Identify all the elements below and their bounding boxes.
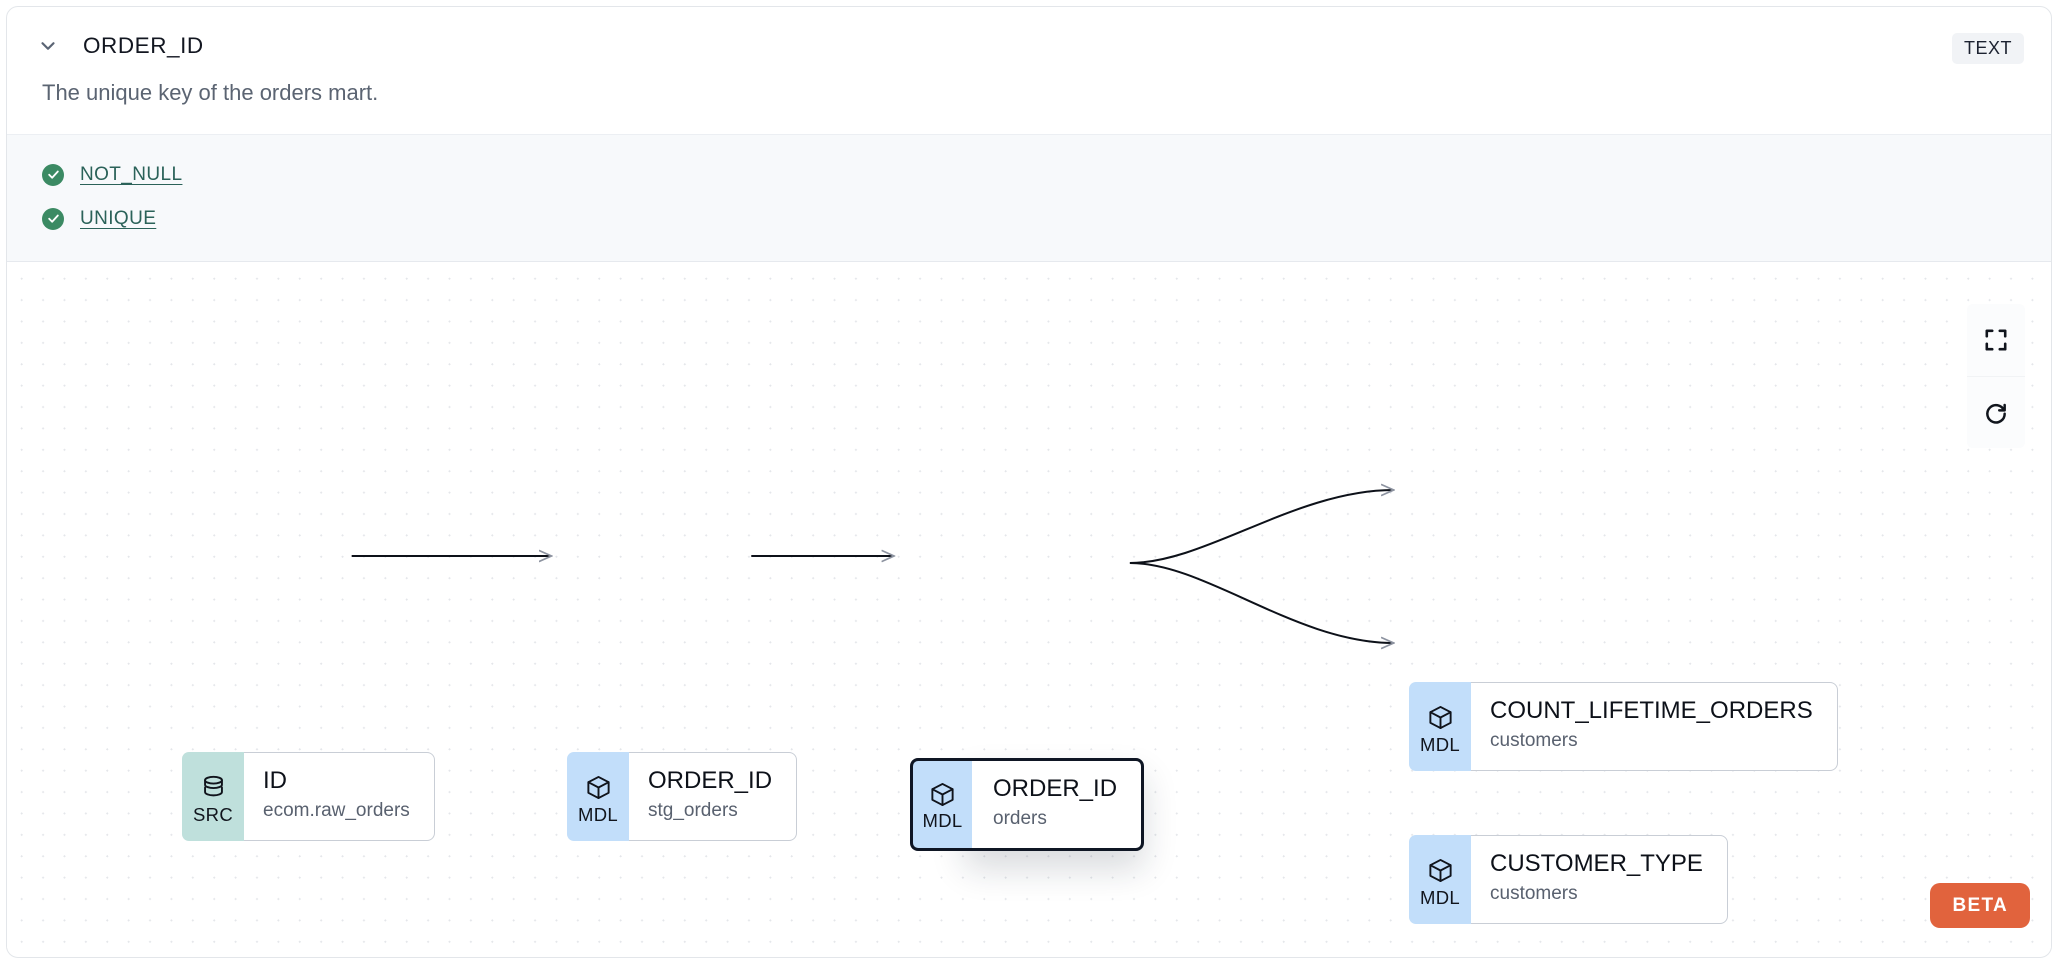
node-name: CUSTOMER_TYPE bbox=[1490, 849, 1703, 877]
lineage-node-src-id[interactable]: SRC ID ecom.raw_orders bbox=[182, 751, 435, 841]
check-circle-icon bbox=[42, 163, 64, 186]
node-kind-label: MDL bbox=[1420, 886, 1460, 908]
lineage-canvas[interactable]: SRC ID ecom.raw_orders MDL ORDE bbox=[7, 261, 2051, 948]
check-circle-icon bbox=[42, 207, 64, 230]
node-subtitle: customers bbox=[1490, 729, 1578, 751]
node-kind-badge: MDL bbox=[1409, 834, 1471, 924]
node-body: COUNT_LIFETIME_ORDERS customers bbox=[1463, 681, 1838, 771]
node-kind-label: SRC bbox=[193, 803, 233, 825]
edge-orders-to-count bbox=[1129, 490, 1394, 564]
page-title: ORDER_ID bbox=[83, 33, 204, 58]
cube-icon bbox=[1427, 856, 1454, 886]
lineage-node-orders-selected[interactable]: MDL ORDER_ID orders bbox=[910, 757, 1145, 851]
lineage-node-stg-orders[interactable]: MDL ORDER_ID stg_orders bbox=[567, 751, 798, 841]
tests-section: NOT_NULL UNIQUE bbox=[7, 133, 2051, 262]
node-subtitle: customers bbox=[1490, 882, 1578, 904]
node-kind-badge: MDL bbox=[910, 757, 972, 851]
node-name: COUNT_LIFETIME_ORDERS bbox=[1490, 696, 1813, 724]
node-name: ID bbox=[263, 766, 287, 794]
chevron-down-icon[interactable] bbox=[31, 29, 65, 63]
refresh-button[interactable] bbox=[1967, 375, 2025, 448]
test-row: NOT_NULL bbox=[42, 153, 2027, 197]
node-kind-badge: SRC bbox=[182, 751, 244, 841]
node-kind-label: MDL bbox=[922, 810, 963, 832]
column-detail-card: ORDER_ID TEXT The unique key of the orde… bbox=[6, 6, 2052, 958]
node-kind-badge: MDL bbox=[1409, 681, 1471, 771]
test-link-unique[interactable]: UNIQUE bbox=[80, 207, 157, 229]
refresh-icon bbox=[1983, 399, 2009, 425]
cube-icon bbox=[929, 779, 956, 809]
test-row: UNIQUE bbox=[42, 197, 2027, 241]
node-name: ORDER_ID bbox=[993, 774, 1118, 802]
node-kind-label: MDL bbox=[578, 803, 618, 825]
node-name: ORDER_ID bbox=[648, 766, 773, 794]
node-kind-label: MDL bbox=[1420, 733, 1460, 755]
node-kind-badge: MDL bbox=[567, 751, 629, 841]
node-subtitle: stg_orders bbox=[648, 799, 738, 821]
database-icon bbox=[200, 773, 227, 803]
canvas-controls bbox=[1967, 303, 2025, 448]
cube-icon bbox=[585, 773, 612, 803]
lineage-node-count-lifetime-orders[interactable]: MDL COUNT_LIFETIME_ORDERS customers bbox=[1409, 681, 1838, 771]
test-link-not-null[interactable]: NOT_NULL bbox=[80, 163, 183, 185]
data-type-badge: TEXT bbox=[1951, 33, 2024, 64]
column-header: ORDER_ID TEXT bbox=[7, 7, 2051, 85]
node-body: ORDER_ID orders bbox=[964, 757, 1145, 851]
node-body: ORDER_ID stg_orders bbox=[621, 751, 798, 841]
edge-orders-to-customer-type bbox=[1129, 561, 1394, 643]
beta-badge[interactable]: BETA bbox=[1930, 882, 2030, 928]
cube-icon bbox=[1427, 703, 1454, 733]
node-body: CUSTOMER_TYPE customers bbox=[1463, 834, 1728, 924]
node-body: ID ecom.raw_orders bbox=[236, 751, 435, 841]
fit-view-button[interactable] bbox=[1967, 303, 2025, 376]
fullscreen-icon bbox=[1983, 327, 2009, 353]
node-subtitle: ecom.raw_orders bbox=[263, 799, 410, 821]
column-description: The unique key of the orders mart. bbox=[42, 80, 379, 105]
lineage-node-customer-type[interactable]: MDL CUSTOMER_TYPE customers bbox=[1409, 834, 1728, 924]
node-subtitle: orders bbox=[993, 807, 1047, 829]
